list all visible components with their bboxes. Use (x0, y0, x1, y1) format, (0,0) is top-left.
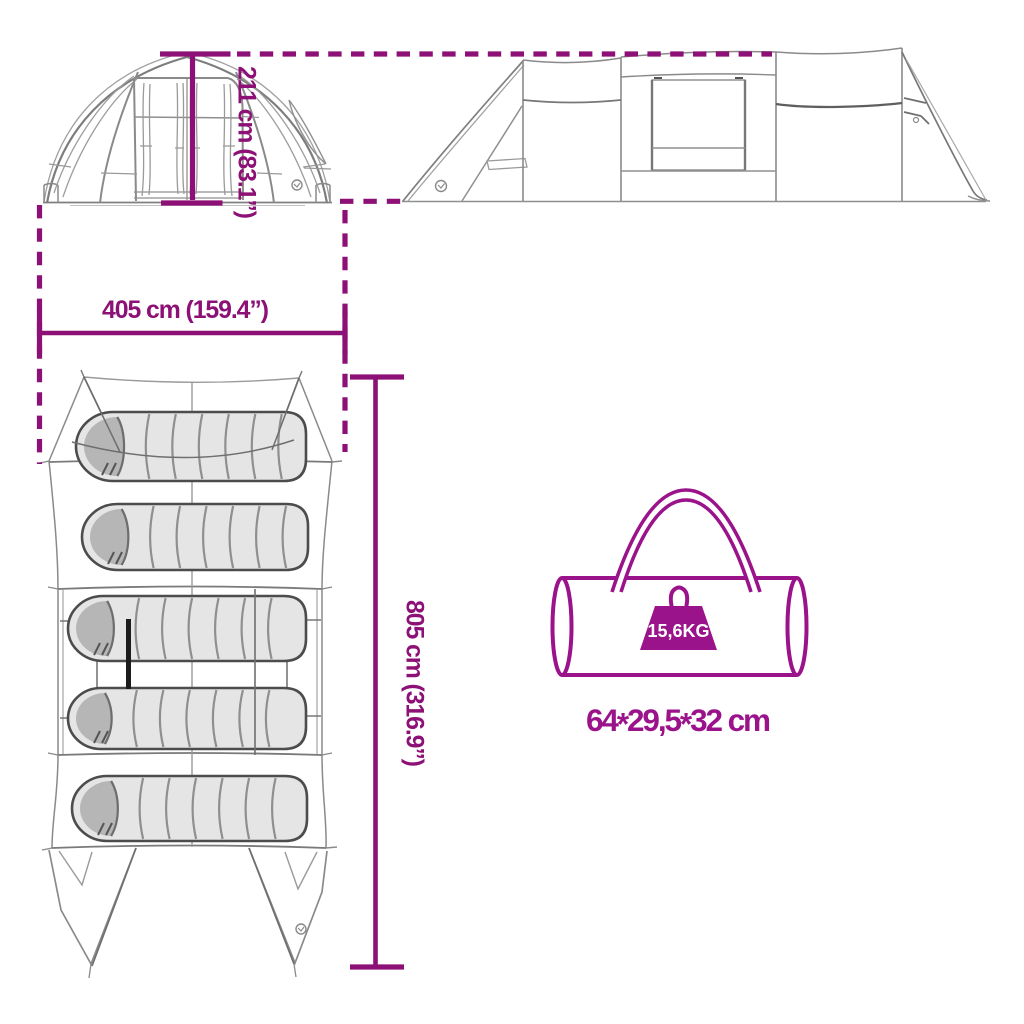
svg-text:15,6KG: 15,6KG (647, 621, 709, 641)
svg-text:405 cm (159.4”): 405 cm (159.4”) (102, 297, 269, 324)
svg-text:211 cm (83.1”): 211 cm (83.1”) (233, 66, 260, 219)
svg-text:805 cm (316.9”): 805 cm (316.9”) (401, 600, 428, 767)
svg-text:64*29,5*32 cm: 64*29,5*32 cm (586, 702, 771, 742)
